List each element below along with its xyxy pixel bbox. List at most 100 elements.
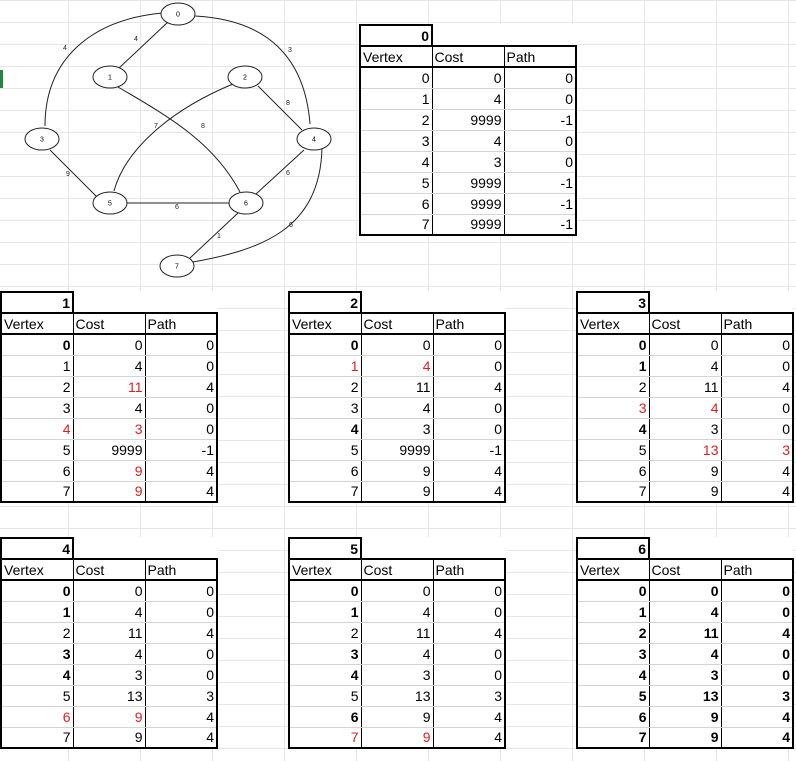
path-cell[interactable]: 0 — [144, 642, 218, 665]
cost-cell[interactable]: 3 — [72, 417, 146, 440]
vertex-cell[interactable]: 5 — [359, 171, 433, 194]
path-header[interactable]: Path — [503, 45, 577, 68]
vertex-cell[interactable]: 4 — [576, 663, 650, 686]
vertex-cell[interactable]: 5 — [576, 684, 650, 707]
path-cell[interactable]: 3 — [432, 684, 506, 707]
path-cell[interactable]: 0 — [720, 333, 794, 356]
cost-cell[interactable]: 9 — [648, 480, 722, 503]
cost-cell[interactable]: 4 — [360, 600, 434, 623]
cost-header[interactable]: Cost — [648, 312, 722, 335]
vertex-cell[interactable]: 0 — [576, 579, 650, 602]
path-cell[interactable]: 0 — [432, 600, 506, 623]
path-cell[interactable]: 4 — [432, 726, 506, 749]
cost-cell[interactable]: 0 — [360, 333, 434, 356]
vertex-cell[interactable]: 2 — [288, 375, 362, 398]
iteration-title[interactable]: 2 — [288, 291, 362, 313]
path-header[interactable]: Path — [432, 558, 506, 581]
path-cell[interactable]: 0 — [720, 600, 794, 623]
vertex-cell[interactable]: 7 — [359, 213, 433, 236]
path-cell[interactable]: -1 — [432, 438, 506, 461]
iteration-title[interactable]: 5 — [288, 537, 362, 559]
vertex-cell[interactable]: 0 — [0, 579, 74, 602]
path-cell[interactable]: 0 — [144, 333, 218, 356]
vertex-cell[interactable]: 6 — [576, 459, 650, 482]
path-cell[interactable]: 4 — [144, 726, 218, 749]
cost-cell[interactable]: 9 — [648, 726, 722, 749]
cost-cell[interactable]: 9 — [360, 726, 434, 749]
cost-cell[interactable]: 0 — [648, 579, 722, 602]
cost-cell[interactable]: 4 — [360, 396, 434, 419]
cost-cell[interactable]: 4 — [72, 396, 146, 419]
path-header[interactable]: Path — [432, 312, 506, 335]
vertex-cell[interactable]: 5 — [576, 438, 650, 461]
cost-cell[interactable]: 13 — [360, 684, 434, 707]
path-cell[interactable]: 4 — [432, 480, 506, 503]
vertex-cell[interactable]: 2 — [576, 375, 650, 398]
vertex-cell[interactable]: 7 — [576, 726, 650, 749]
vertex-cell[interactable]: 4 — [0, 417, 74, 440]
path-cell[interactable]: 0 — [432, 579, 506, 602]
vertex-cell[interactable]: 3 — [0, 396, 74, 419]
vertex-cell[interactable]: 2 — [576, 621, 650, 644]
cost-cell[interactable]: 4 — [648, 396, 722, 419]
cost-cell[interactable]: 3 — [648, 417, 722, 440]
cost-cell[interactable]: 11 — [648, 375, 722, 398]
vertex-cell[interactable]: 0 — [576, 333, 650, 356]
cost-cell[interactable]: 9999 — [360, 438, 434, 461]
cost-cell[interactable]: 3 — [72, 663, 146, 686]
cost-cell[interactable]: 9 — [360, 459, 434, 482]
path-header[interactable]: Path — [144, 558, 218, 581]
vertex-header[interactable]: Vertex — [288, 312, 362, 335]
path-cell[interactable]: 4 — [720, 621, 794, 644]
cost-cell[interactable]: 11 — [360, 621, 434, 644]
cost-cell[interactable]: 0 — [72, 579, 146, 602]
iteration-title[interactable]: 4 — [0, 537, 74, 559]
vertex-cell[interactable]: 3 — [359, 129, 433, 152]
vertex-cell[interactable]: 1 — [576, 600, 650, 623]
vertex-cell[interactable]: 7 — [576, 480, 650, 503]
path-cell[interactable]: 0 — [432, 333, 506, 356]
vertex-cell[interactable]: 2 — [0, 621, 74, 644]
path-cell[interactable]: 0 — [144, 417, 218, 440]
path-cell[interactable]: 0 — [720, 417, 794, 440]
cost-header[interactable]: Cost — [360, 312, 434, 335]
cost-cell[interactable]: 9 — [360, 480, 434, 503]
vertex-cell[interactable]: 0 — [288, 579, 362, 602]
cost-cell[interactable]: 9 — [72, 726, 146, 749]
cost-cell[interactable]: 0 — [72, 333, 146, 356]
vertex-header[interactable]: Vertex — [576, 312, 650, 335]
path-cell[interactable]: 4 — [432, 621, 506, 644]
path-cell[interactable]: 3 — [144, 684, 218, 707]
path-cell[interactable]: 0 — [144, 600, 218, 623]
vertex-cell[interactable]: 7 — [288, 480, 362, 503]
cost-cell[interactable]: 4 — [72, 354, 146, 377]
cost-cell[interactable]: 9 — [648, 459, 722, 482]
cost-cell[interactable]: 13 — [648, 684, 722, 707]
cost-cell[interactable]: 9 — [72, 705, 146, 728]
cost-cell[interactable]: 3 — [360, 417, 434, 440]
vertex-cell[interactable]: 3 — [288, 642, 362, 665]
vertex-cell[interactable]: 4 — [288, 663, 362, 686]
vertex-cell[interactable]: 3 — [576, 396, 650, 419]
path-cell[interactable]: -1 — [503, 108, 577, 131]
iteration-title[interactable]: 0 — [359, 24, 433, 46]
iteration-title[interactable]: 6 — [576, 537, 650, 559]
vertex-cell[interactable]: 1 — [288, 600, 362, 623]
cost-cell[interactable]: 4 — [648, 354, 722, 377]
cost-cell[interactable]: 9 — [360, 705, 434, 728]
path-cell[interactable]: 4 — [720, 705, 794, 728]
path-cell[interactable]: 0 — [503, 66, 577, 89]
vertex-cell[interactable]: 5 — [288, 438, 362, 461]
vertex-cell[interactable]: 0 — [0, 333, 74, 356]
path-cell[interactable]: 4 — [432, 459, 506, 482]
vertex-cell[interactable]: 6 — [0, 705, 74, 728]
path-cell[interactable]: -1 — [503, 192, 577, 215]
vertex-cell[interactable]: 1 — [0, 600, 74, 623]
vertex-cell[interactable]: 2 — [359, 108, 433, 131]
vertex-cell[interactable]: 2 — [288, 621, 362, 644]
vertex-cell[interactable]: 6 — [288, 459, 362, 482]
path-cell[interactable]: 0 — [432, 396, 506, 419]
path-cell[interactable]: 0 — [720, 396, 794, 419]
vertex-cell[interactable]: 0 — [288, 333, 362, 356]
path-cell[interactable]: 0 — [432, 663, 506, 686]
